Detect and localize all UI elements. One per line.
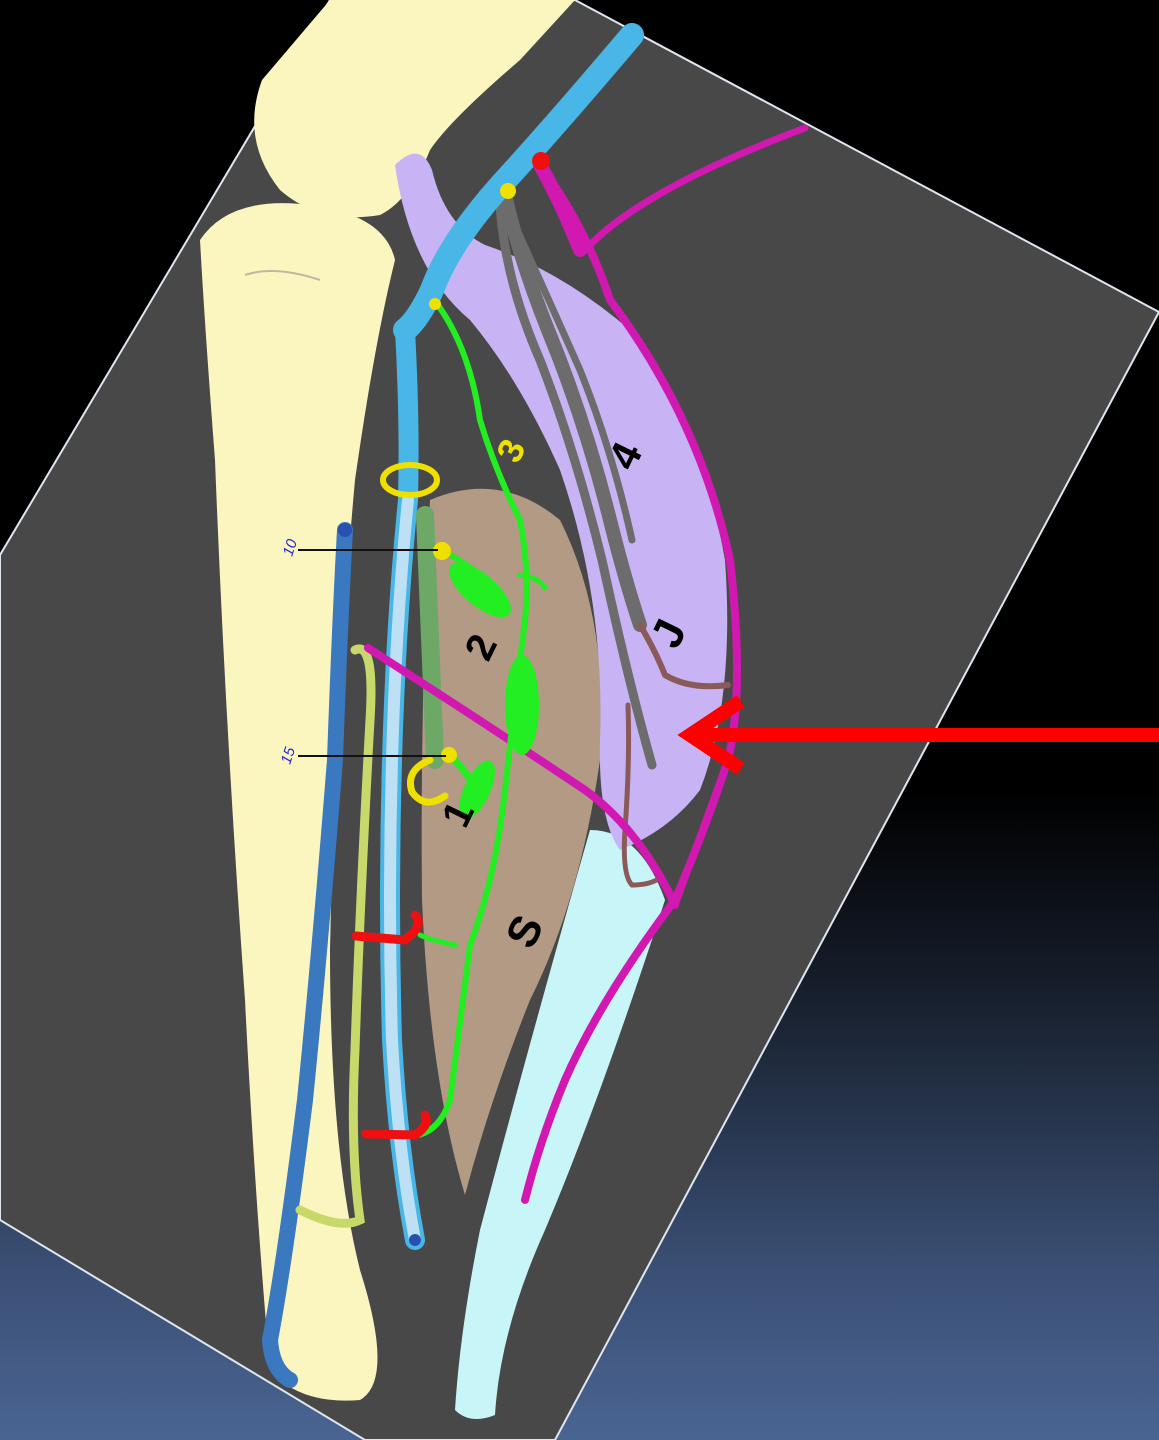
nerve-end-dot [409, 1234, 421, 1246]
ganglion-2-lower [505, 655, 539, 755]
red-dot [532, 152, 550, 170]
vein-end-dot [338, 523, 352, 537]
